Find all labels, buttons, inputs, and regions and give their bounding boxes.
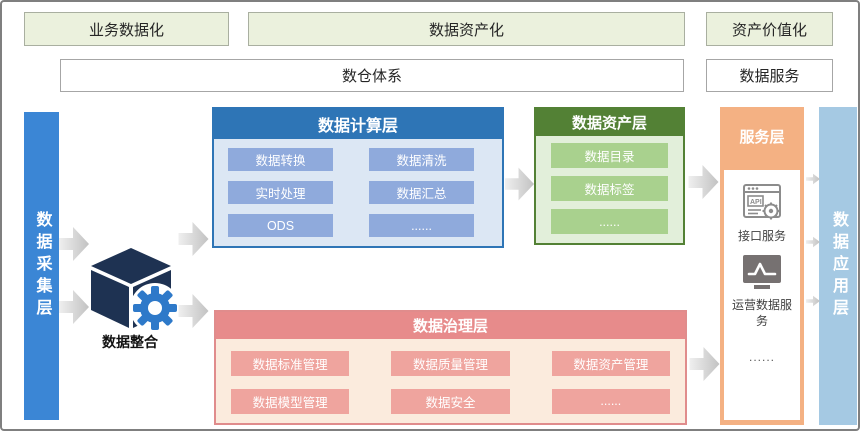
service-layer-title: 服务层 — [739, 128, 785, 146]
service-item-label: 运营数据服务 — [732, 298, 793, 329]
compute-layer-box: 数据计算层 数据转换 数据清洗 实时处理 数据汇总 ODS ...... — [212, 107, 504, 248]
data-application-layer-label: 数据应用层 — [830, 211, 847, 321]
compute-item: 数据转换 — [228, 148, 333, 171]
compute-item: 实时处理 — [228, 181, 333, 204]
data-integration-label: 数据整合 — [102, 334, 158, 350]
data-application-layer-bar: 数据应用层 — [819, 107, 857, 425]
system-label: 数仓体系 — [341, 68, 402, 85]
arrow-service-to-application-2 — [806, 236, 820, 248]
arrow-integration-to-governance — [178, 294, 209, 328]
arrow-governance-to-service — [689, 347, 720, 381]
governance-item: 数据安全 — [391, 388, 510, 414]
service-item-label: 接口服务 — [737, 229, 786, 243]
governance-layer-title: 数据治理层 — [216, 312, 685, 339]
arrow-service-to-application-3 — [806, 295, 820, 307]
gear-icon — [133, 286, 177, 330]
compute-item: 数据清洗 — [369, 148, 474, 171]
arrow-asset-to-service — [688, 165, 719, 199]
system-box-data-warehouse: 数仓体系 — [60, 59, 684, 92]
arrow-service-to-application-1 — [806, 173, 820, 185]
asset-item: ...... — [551, 209, 668, 234]
line-chart-icon — [742, 254, 782, 291]
data-collection-layer-label: 数据采集层 — [33, 211, 51, 321]
asset-layer-title: 数据资产层 — [536, 109, 683, 136]
asset-item: 数据标签 — [551, 176, 668, 201]
phase-label: 业务数据化 — [88, 21, 164, 39]
service-layer-more: ...... — [748, 349, 775, 364]
system-box-data-service: 数据服务 — [706, 59, 833, 92]
arrow-collection-to-integration-top — [59, 227, 89, 261]
asset-layer-items: 数据目录 数据标签 ...... — [536, 136, 683, 243]
phase-box-asset-valorization: 资产价值化 — [706, 12, 833, 46]
governance-item: ...... — [551, 388, 670, 414]
governance-item: 数据质量管理 — [391, 351, 510, 376]
system-label: 数据服务 — [739, 68, 800, 85]
asset-layer-box: 数据资产层 数据目录 数据标签 ...... — [534, 107, 685, 245]
api-icon: API — [741, 180, 783, 222]
data-integration-icon — [85, 244, 180, 333]
compute-layer-title: 数据计算层 — [214, 109, 502, 139]
governance-layer-items: 数据标准管理 数据质量管理 数据资产管理 数据模型管理 数据安全 ...... — [216, 339, 685, 423]
governance-layer-box: 数据治理层 数据标准管理 数据质量管理 数据资产管理 数据模型管理 数据安全 .… — [214, 310, 687, 425]
asset-item: 数据目录 — [551, 143, 668, 168]
data-collection-layer-bar: 数据采集层 — [24, 112, 59, 420]
phase-box-data-assetization: 数据资产化 — [248, 12, 685, 46]
compute-layer-items: 数据转换 数据清洗 实时处理 数据汇总 ODS ...... — [214, 139, 502, 246]
service-layer-box: 服务层 API — [720, 107, 804, 425]
service-layer-panel: API 接口服务 — [724, 170, 800, 420]
phase-box-business-datafication: 业务数据化 — [24, 12, 229, 46]
arrow-collection-to-integration-bottom — [59, 290, 89, 324]
compute-item: ODS — [228, 214, 333, 237]
governance-item: 数据资产管理 — [551, 351, 670, 376]
phase-label: 资产价值化 — [731, 21, 807, 39]
arrow-compute-to-asset — [505, 167, 534, 201]
compute-item: ...... — [369, 214, 474, 237]
svg-text:API: API — [750, 199, 762, 206]
arrow-integration-to-compute — [178, 222, 209, 256]
compute-item: 数据汇总 — [369, 181, 474, 204]
governance-item: 数据模型管理 — [231, 388, 350, 414]
phase-label: 数据资产化 — [428, 21, 504, 39]
governance-item: 数据标准管理 — [231, 351, 350, 376]
